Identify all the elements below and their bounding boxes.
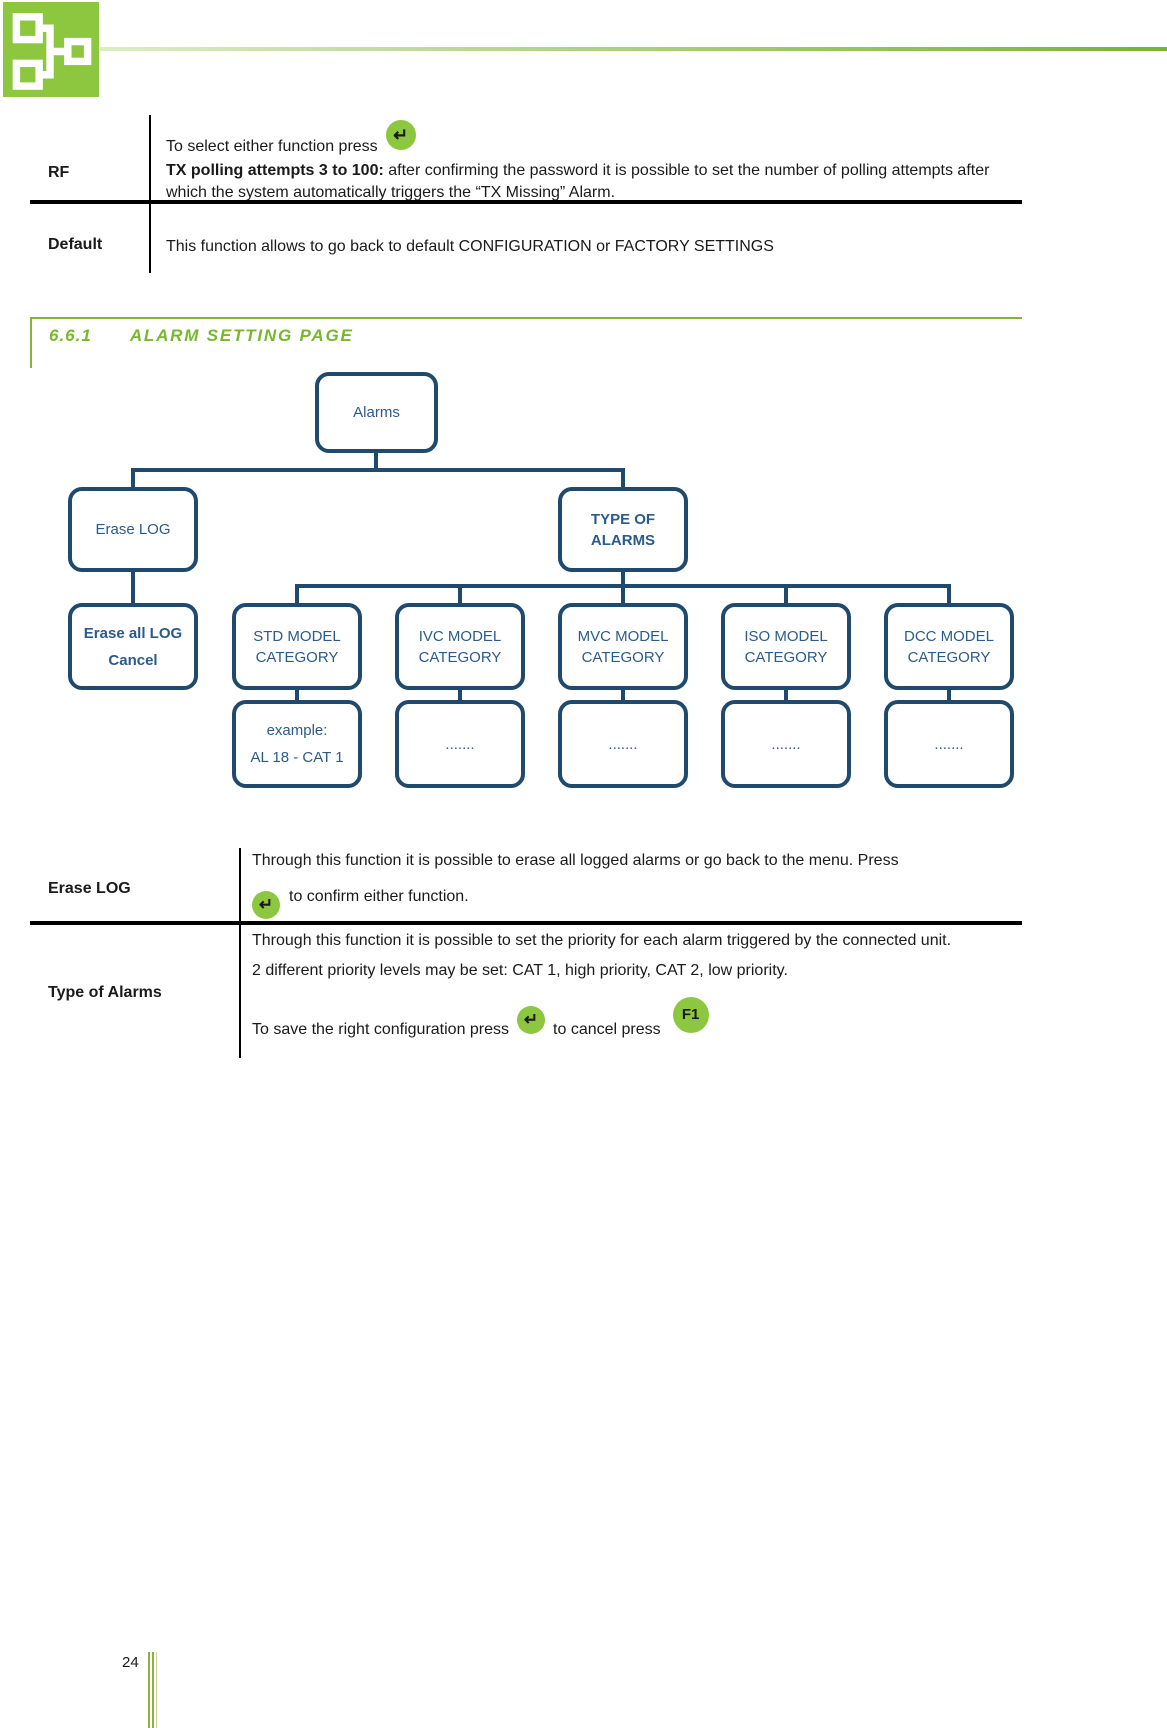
enter-key-glyph: ↵: [393, 125, 409, 145]
table1-row-label: RF: [48, 164, 70, 181]
save-config-text: To save the right configuration press: [252, 1021, 510, 1038]
cancel-press-text: to cancel press: [553, 1021, 661, 1038]
footer-stripes: [148, 1652, 157, 1728]
rf-press-text: To select either function press: [166, 138, 378, 155]
flow-node-std-category: STD MODEL CATEGORY: [232, 603, 362, 690]
flow-node-label: CATEGORY: [907, 648, 991, 666]
f1-key-icon: F1: [672, 997, 709, 1033]
table1-row-divider: [30, 200, 1022, 204]
brand-logo: [3, 2, 99, 97]
flow-node-alarms: Alarms: [315, 372, 438, 453]
erase-log-line2: ↵ to confirm either function.: [252, 886, 1018, 919]
flow-node-label: Erase LOG: [95, 521, 171, 538]
enter-key-icon: ↵: [517, 1006, 546, 1034]
connector-line: [784, 690, 788, 700]
flow-node-label: Alarms: [353, 404, 400, 421]
type-alarms-p1: Through this function it is possible to …: [252, 932, 952, 949]
flow-node-dcc-category: DCC MODEL CATEGORY: [884, 603, 1014, 690]
flow-node-label: Cancel: [108, 651, 158, 669]
connector-line: [784, 586, 788, 603]
flow-node-label: ALARMS: [590, 531, 656, 549]
flow-node-label: CATEGORY: [255, 648, 339, 666]
type-alarms-p2: 2 different priority levels may be set: …: [252, 962, 788, 979]
connector-line: [621, 690, 625, 700]
connector-line: [131, 572, 135, 603]
flow-node-label: DCC MODEL: [903, 627, 994, 645]
connector-line: [947, 586, 951, 603]
page-number: 24: [122, 1654, 139, 1671]
flow-node-label: .......: [771, 735, 801, 753]
flow-node-type-of-alarms: TYPE OF ALARMS: [558, 487, 688, 572]
rf-press-line: To select either function press ↵: [166, 120, 1022, 160]
flow-node-label: ISO MODEL: [744, 627, 828, 645]
table2-column-divider: [239, 848, 241, 1058]
flow-node-label: CATEGORY: [418, 648, 502, 666]
flow-node-label: STD MODEL: [253, 627, 341, 645]
enter-key-icon: ↵: [252, 891, 280, 919]
flow-node-mvc-category: MVC MODEL CATEGORY: [558, 603, 688, 690]
flow-node-erase-log: Erase LOG: [68, 487, 198, 572]
connector-line: [295, 586, 299, 603]
rf-polling-rest: after confirming the password it is poss…: [166, 162, 990, 201]
enter-key-glyph: ↵: [258, 895, 274, 914]
connector-line: [621, 586, 625, 603]
table1-rf-content: To select either function press ↵ TX poll…: [166, 120, 1022, 204]
connector-line: [131, 470, 135, 487]
connector-line: [621, 572, 625, 586]
flow-node-dots: .......: [884, 700, 1014, 788]
enter-key-icon: ↵: [385, 120, 416, 150]
flow-node-iso-category: ISO MODEL CATEGORY: [721, 603, 851, 690]
network-hierarchy-icon: [12, 13, 92, 90]
section-number: 6.6.1: [49, 326, 92, 345]
flow-node-label: TYPE OF: [590, 510, 656, 528]
type-alarms-p3: To save the right configuration press ↵ to…: [252, 997, 952, 1048]
erase-log-line1: Through this function it is possible to …: [252, 852, 899, 869]
default-text: This function allows to go back to defau…: [166, 238, 774, 255]
connector-line: [458, 586, 462, 603]
connector-line: [295, 690, 299, 700]
flow-node-label: .......: [934, 735, 964, 753]
connector-line: [131, 468, 625, 472]
flow-node-ivc-category: IVC MODEL CATEGORY: [395, 603, 525, 690]
rf-polling-paragraph: TX polling attempts 3 to 100: after conf…: [166, 160, 1022, 204]
flow-node-label: .......: [608, 735, 638, 753]
connector-line: [621, 470, 625, 487]
flow-node-label: Erase all LOG: [83, 624, 183, 642]
enter-key-glyph: ↵: [523, 1010, 539, 1029]
flow-node-label: CATEGORY: [744, 648, 828, 666]
table1-row-label: Default: [48, 236, 103, 253]
flow-node-label: AL 18 - CAT 1: [250, 749, 344, 766]
connector-line: [947, 690, 951, 700]
connector-line: [374, 453, 378, 469]
connector-line: [458, 690, 462, 700]
flow-node-label: IVC MODEL: [418, 627, 502, 645]
rf-polling-bold: TX polling attempts 3 to 100:: [166, 162, 384, 179]
section-title: ALARM SETTING PAGE: [129, 326, 354, 345]
flow-node-label: example:: [266, 722, 328, 739]
flow-node-dots: .......: [721, 700, 851, 788]
header-divider-line: [100, 47, 1167, 51]
f1-key-label: F1: [681, 1006, 700, 1023]
flow-node-example: example: AL 18 - CAT 1: [232, 700, 362, 788]
table2-row-divider: [30, 921, 1022, 925]
flow-node-dots: .......: [395, 700, 525, 788]
erase-log-line2-text: to confirm either function.: [289, 888, 469, 905]
table2-erase-log-content: Through this function it is possible to …: [252, 850, 1018, 919]
flow-node-label: CATEGORY: [581, 648, 665, 666]
flow-node-label: MVC MODEL: [577, 627, 669, 645]
flow-node-dots: .......: [558, 700, 688, 788]
flow-node-erase-all-cancel: Erase all LOG Cancel: [68, 603, 198, 690]
table2-row-label: Erase LOG: [48, 880, 131, 897]
table2-type-of-alarms-content: Through this function it is possible to …: [252, 930, 952, 1048]
section-heading: 6.6.1 ALARM SETTING PAGE: [30, 317, 1022, 368]
table2-row-label: Type of Alarms: [48, 984, 162, 1001]
flow-node-label: .......: [445, 735, 475, 753]
table1-column-divider: [149, 115, 151, 273]
